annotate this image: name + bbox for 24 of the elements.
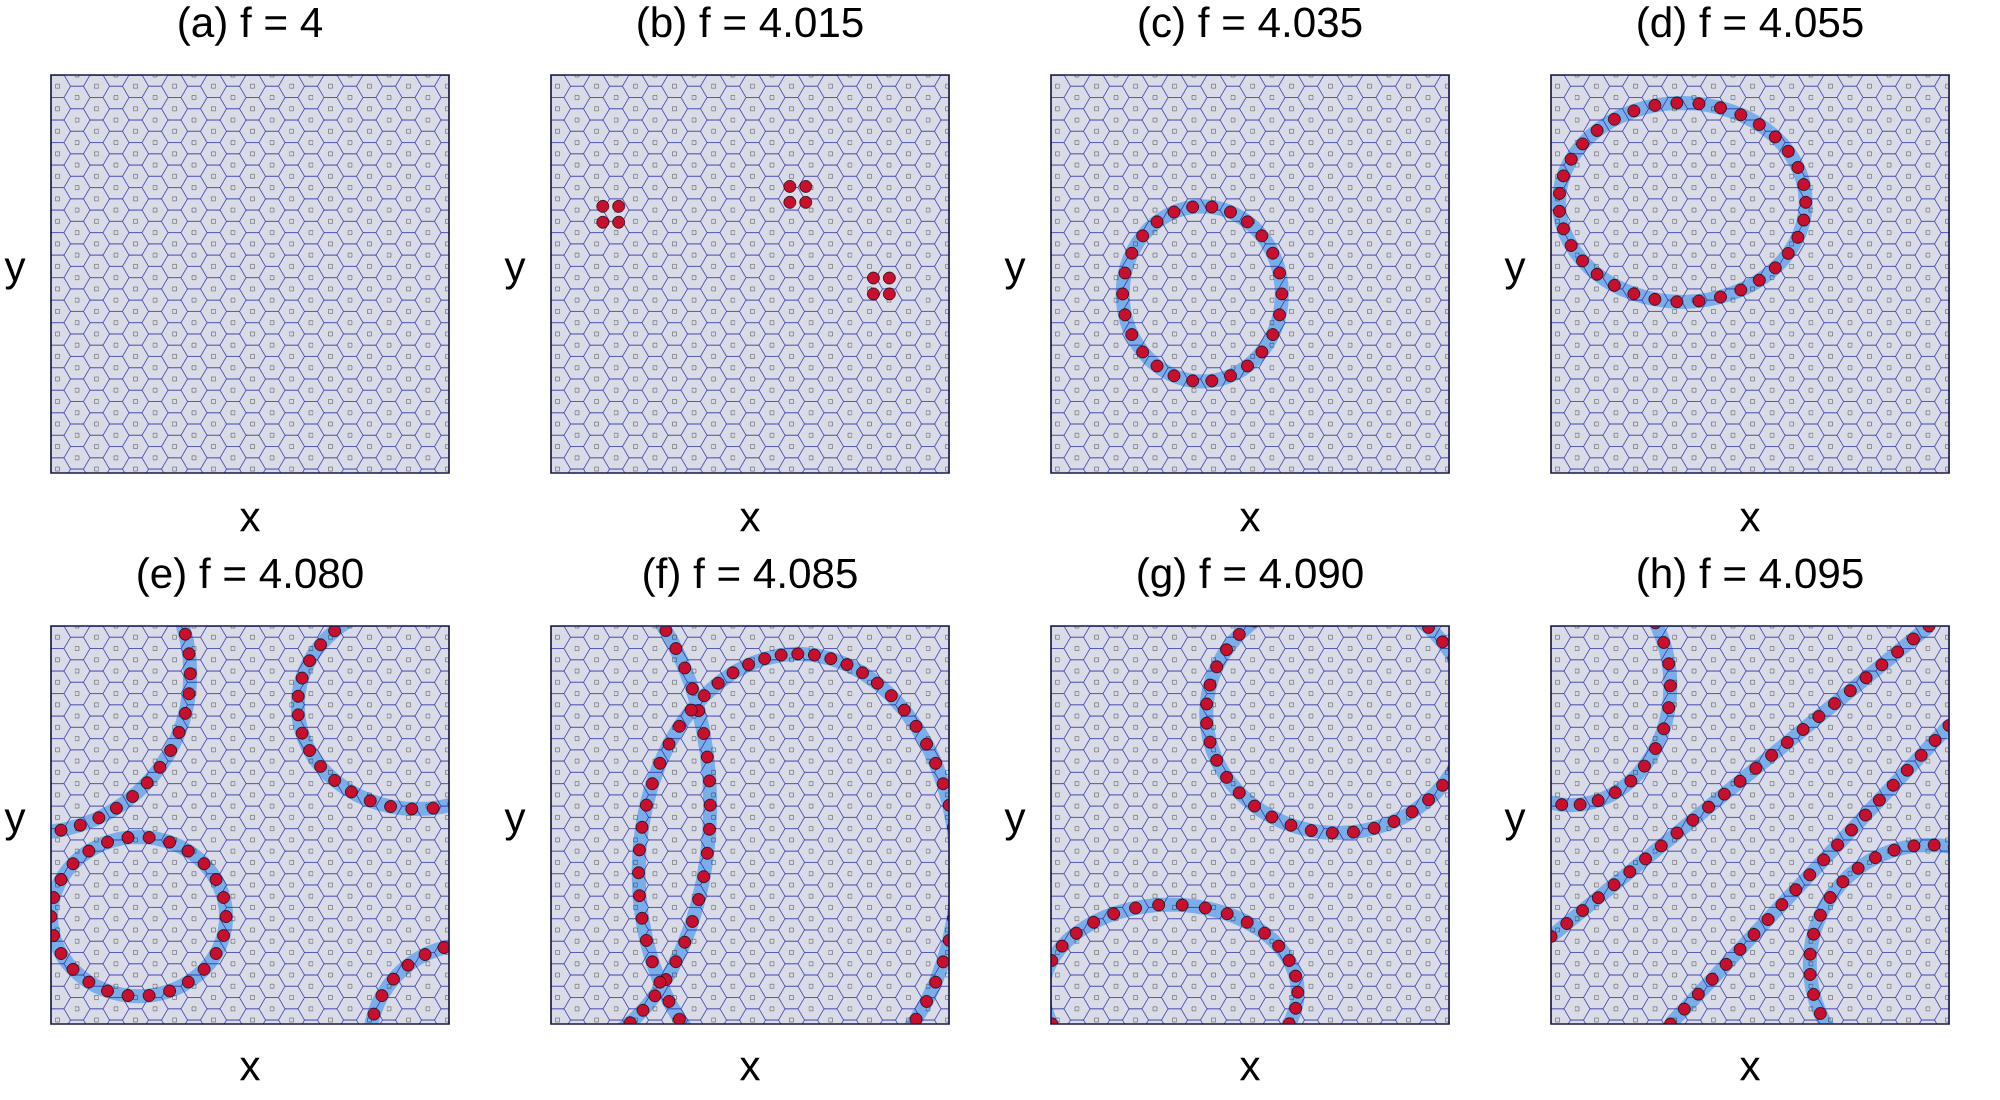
panel-title: (a) f = 4	[179, 6, 322, 46]
axis-label: y	[504, 809, 526, 841]
axis-label: x	[1739, 508, 1761, 532]
axis-label: x	[239, 1057, 261, 1081]
axis-label: y	[504, 258, 526, 290]
axis-label: x	[739, 508, 761, 532]
axis-label: x	[739, 1057, 761, 1081]
axis-label: x	[1239, 1057, 1261, 1081]
axis-label: x	[239, 508, 261, 532]
panel-title: (c) f = 4.035	[1139, 6, 1362, 46]
panel-title: (g) f = 4.090	[1138, 557, 1363, 597]
axis-label: x	[1739, 1057, 1761, 1081]
panel-title: (h) f = 4.095	[1638, 557, 1863, 597]
panel-title: (f) f = 4.085	[644, 557, 857, 597]
axis-label: y	[4, 258, 26, 290]
axis-label: x	[1239, 508, 1261, 532]
axis-label: y	[1004, 809, 1026, 841]
axis-label: y	[1504, 809, 1526, 841]
axis-label: y	[1004, 258, 1026, 290]
axis-label: y	[4, 809, 26, 841]
panel-title: (b) f = 4.015	[638, 6, 863, 46]
panel-title: (e) f = 4.080	[138, 557, 363, 597]
axis-label: y	[1504, 258, 1526, 290]
panel-title: (d) f = 4.055	[1638, 6, 1863, 46]
